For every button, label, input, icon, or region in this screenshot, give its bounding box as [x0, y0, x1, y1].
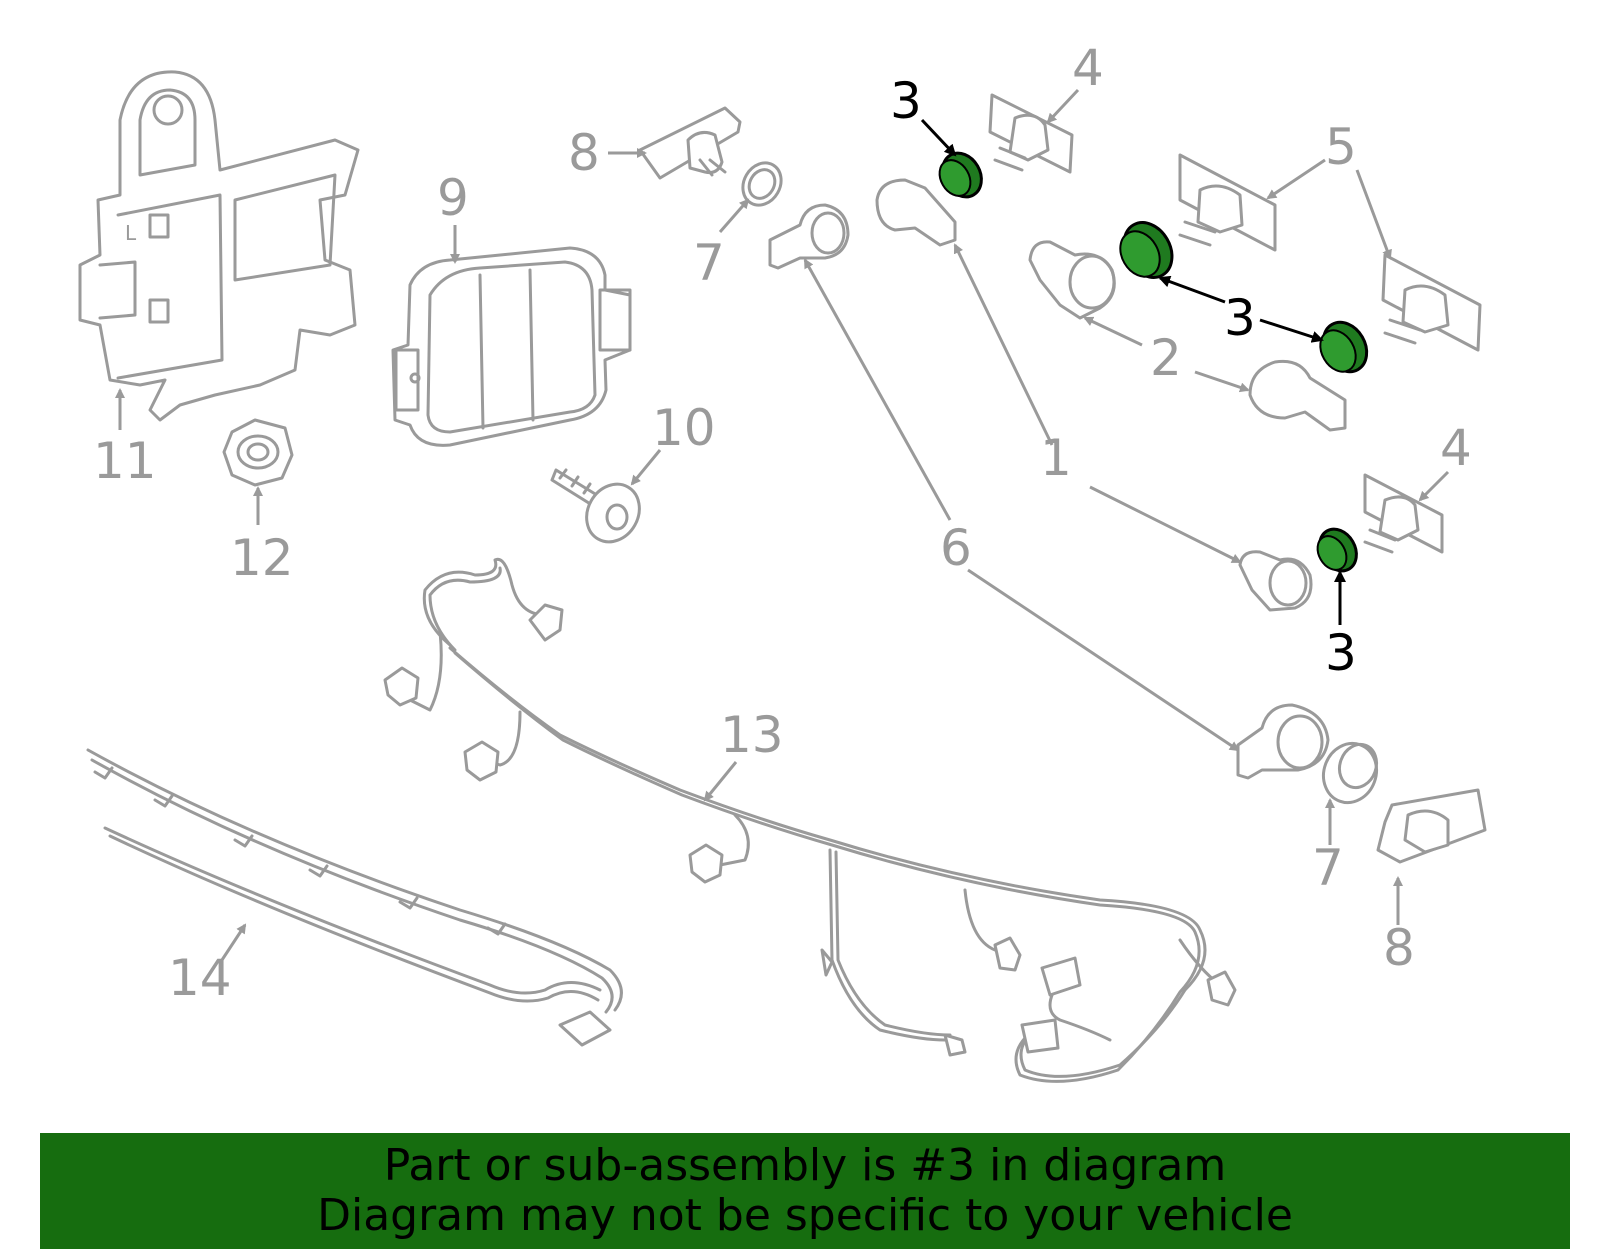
part-14-trim-strip — [86, 748, 623, 1047]
callout-3-middle: 3 — [1224, 289, 1256, 347]
part-4-holder-top — [988, 93, 1074, 174]
part-7-ring-top — [741, 161, 783, 207]
callout-9: 9 — [437, 169, 469, 227]
callout-8-top: 8 — [568, 124, 600, 182]
callout-12: 12 — [230, 529, 294, 587]
part-3-seal-right — [1319, 320, 1369, 374]
part-8-holder-top — [638, 106, 742, 180]
part-6-sensor-lower — [1236, 703, 1330, 780]
callout-10: 10 — [652, 399, 716, 457]
callout-2: 2 — [1150, 329, 1182, 387]
callout-7-lower: 7 — [1312, 839, 1344, 897]
callout-8-lower: 8 — [1383, 919, 1415, 977]
info-banner: Part or sub-assembly is #3 in diagram Di… — [40, 1133, 1570, 1249]
part-1-sensor-lower — [1238, 550, 1313, 612]
callout-13: 13 — [720, 706, 784, 764]
part-6-sensor-top — [768, 203, 850, 270]
part-7-ring-lower — [1322, 741, 1379, 805]
part-5-holder-lower — [1381, 253, 1482, 352]
part-3-seal-top — [938, 151, 983, 199]
part-2-sensor-lower — [1248, 359, 1347, 432]
banner-line-1: Part or sub-assembly is #3 in diagram — [383, 1140, 1227, 1191]
callout-11: 11 — [93, 432, 157, 490]
part-12-nut — [222, 418, 294, 487]
part-13-wiring-harness — [383, 557, 1237, 1083]
part-11-bracket: L — [78, 70, 360, 422]
leader-lines — [115, 88, 1450, 964]
callout-labels: 1 2 3 3 3 4 4 5 6 7 7 8 8 9 10 11 12 13 … — [93, 39, 1472, 1007]
svg-text:L: L — [125, 221, 137, 245]
callout-4-lower: 4 — [1440, 419, 1472, 477]
part-5-holder-upper — [1178, 153, 1277, 252]
callout-3-top: 3 — [890, 72, 922, 130]
callout-4-top: 4 — [1072, 39, 1104, 97]
callout-7-top: 7 — [693, 234, 725, 292]
callout-14: 14 — [168, 949, 232, 1007]
callout-5: 5 — [1325, 118, 1357, 176]
part-1-sensor-top — [875, 178, 957, 247]
part-3-seal-lower — [1316, 527, 1358, 573]
part-9-module — [391, 246, 632, 447]
callout-6: 6 — [940, 519, 972, 577]
banner-line-2: Diagram may not be specific to your vehi… — [317, 1190, 1293, 1241]
part-4-holder-lower — [1363, 473, 1444, 554]
callout-3-bottom: 3 — [1325, 624, 1357, 682]
part-3-seal-upper — [1119, 221, 1174, 279]
part-10-push-pin — [550, 468, 641, 544]
part-2-sensor-upper — [1028, 240, 1116, 320]
part-8-holder-lower — [1376, 788, 1487, 864]
callout-1-upper: 1 — [1040, 429, 1072, 487]
